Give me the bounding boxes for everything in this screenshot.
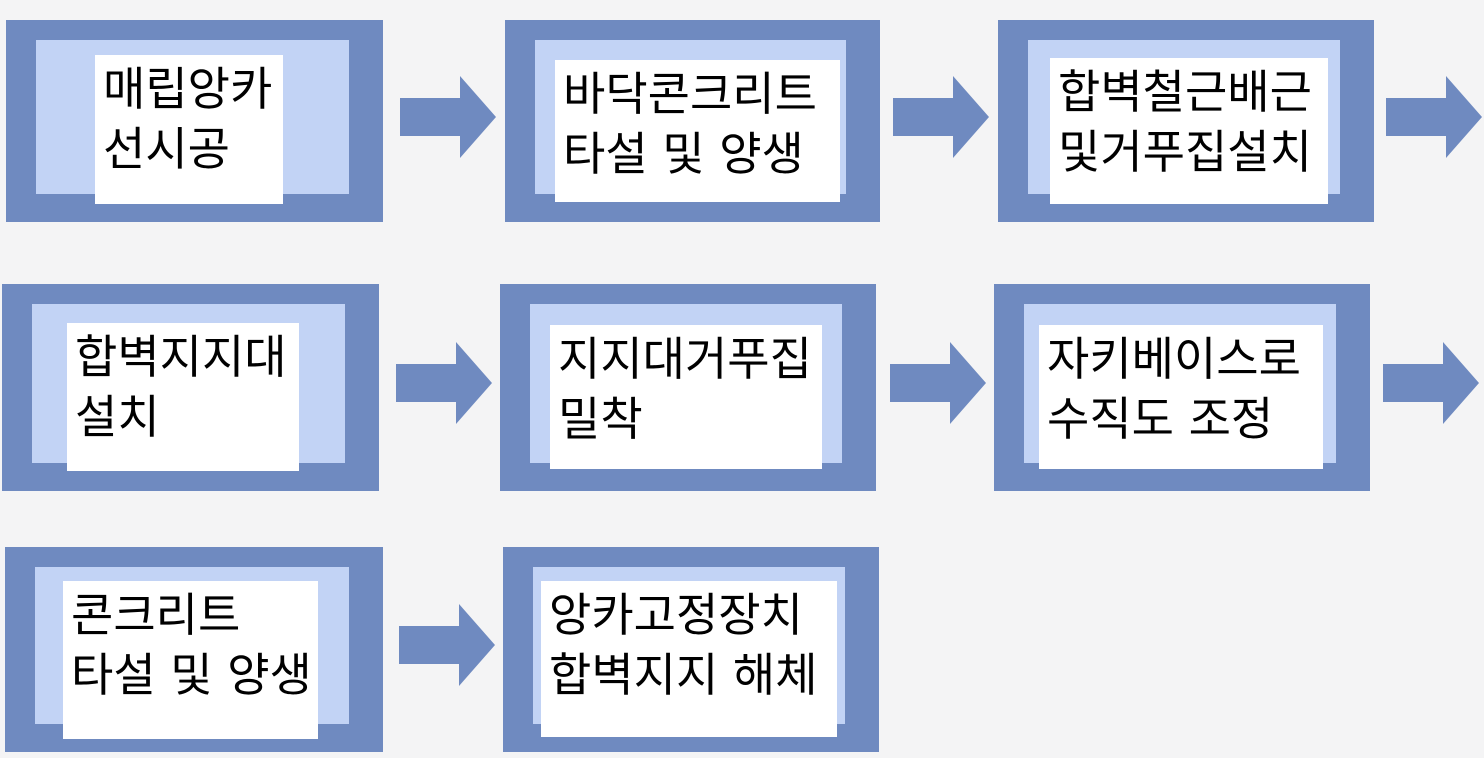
- step-3-box: 합벽철근배근 및거푸집설치: [998, 20, 1374, 222]
- step-8-box: 앙카고정장치 합벽지지 해체: [503, 547, 879, 752]
- step-6-label: 자키베이스로 수직도 조정: [1039, 325, 1323, 469]
- step-7-line1: 콘크리트: [71, 588, 241, 642]
- step-8-line2: 합벽지지 해체: [549, 648, 818, 702]
- step-4-line2: 설치: [75, 390, 160, 444]
- step-4-label: 합벽지지대 설치: [67, 323, 299, 471]
- step-3-label: 합벽철근배근 및거푸집설치: [1050, 58, 1328, 204]
- step-7-box: 콘크리트 타설 및 양생: [5, 547, 383, 752]
- step-8-line1: 앙카고정장치: [549, 588, 803, 642]
- right-arrow-icon: [396, 342, 492, 424]
- arrow-7-to-8: [399, 604, 495, 686]
- step-6-line2: 수직도 조정: [1047, 392, 1274, 446]
- right-arrow-icon: [399, 604, 495, 686]
- step-5-line1: 지지대거푸집: [558, 332, 812, 386]
- arrow-2-to-3: [893, 76, 989, 158]
- step-6-box: 자키베이스로 수직도 조정: [994, 284, 1370, 491]
- arrow-4-to-5: [396, 342, 492, 424]
- step-5-box: 지지대거푸집 밀착: [500, 284, 876, 491]
- right-arrow-icon: [1386, 76, 1482, 158]
- step-2-line1: 바닥콘크리트: [563, 67, 817, 121]
- step-4-line1: 합벽지지대: [75, 330, 287, 384]
- right-arrow-icon: [890, 342, 986, 424]
- arrow-5-to-6: [890, 342, 986, 424]
- right-arrow-icon: [893, 76, 989, 158]
- step-2-box: 바닥콘크리트 타설 및 양생: [505, 20, 880, 222]
- step-1-line1: 매립앙카: [103, 62, 273, 116]
- step-2-label: 바닥콘크리트 타설 및 양생: [555, 60, 840, 202]
- step-8-label: 앙카고정장치 합벽지지 해체: [541, 581, 837, 737]
- step-6-line1: 자키베이스로: [1047, 332, 1301, 386]
- step-7-label: 콘크리트 타설 및 양생: [63, 581, 318, 739]
- step-2-line2: 타설 및 양생: [563, 127, 804, 181]
- step-1-box: 매립앙카 선시공: [6, 20, 383, 222]
- step-4-box: 합벽지지대 설치: [2, 284, 379, 491]
- step-3-line2: 및거푸집설치: [1058, 125, 1312, 179]
- step-3-line1: 합벽철근배근: [1058, 65, 1312, 119]
- arrow-3-to-4: [1386, 76, 1482, 158]
- arrow-6-to-7: [1383, 342, 1479, 424]
- step-1-label: 매립앙카 선시공: [95, 55, 283, 204]
- right-arrow-icon: [1383, 342, 1479, 424]
- arrow-1-to-2: [400, 76, 496, 158]
- step-5-label: 지지대거푸집 밀착: [550, 325, 822, 469]
- step-7-line2: 타설 및 양생: [71, 648, 312, 702]
- right-arrow-icon: [400, 76, 496, 158]
- step-1-line2: 선시공: [103, 122, 230, 176]
- step-5-line2: 밀착: [558, 392, 643, 446]
